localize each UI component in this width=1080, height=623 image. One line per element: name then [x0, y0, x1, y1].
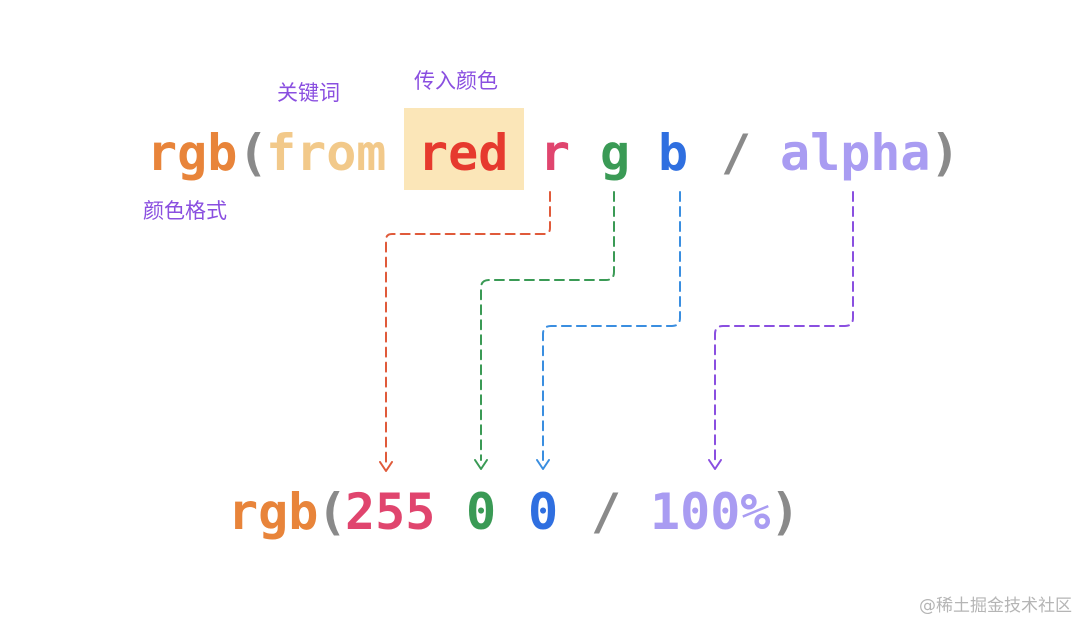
watermark: @稀土掘金技术社区 — [919, 596, 1072, 616]
arrow-alpha — [714, 191, 854, 461]
bottom-alpha: 100% — [650, 483, 770, 541]
bottom-open-paren: ( — [317, 483, 347, 541]
bottom-close-paren: ) — [770, 483, 800, 541]
arrow-g — [480, 191, 615, 461]
bottom-expression: rgb ( 255 0 0 / 100% ) — [228, 483, 800, 541]
bottom-value-g: 0 — [466, 483, 496, 541]
arrowhead-alpha — [708, 459, 722, 470]
top-keyword-from: from — [266, 124, 386, 182]
arrowhead-g — [474, 459, 488, 470]
bottom-slash: / — [591, 483, 621, 541]
top-fn: rgb — [147, 124, 237, 182]
bottom-fn: rgb — [228, 483, 318, 541]
origin-color-highlight — [404, 108, 524, 190]
top-open-paren: ( — [238, 124, 268, 182]
top-slash: / — [721, 124, 751, 182]
bottom-value-b: 0 — [528, 483, 558, 541]
label-keyword: 关键词 — [277, 81, 340, 105]
top-alpha: alpha — [780, 124, 931, 182]
arrow-r — [385, 191, 551, 463]
bottom-value-r: 255 — [345, 483, 435, 541]
top-expression: rgb ( from red r g b / alpha ) — [147, 124, 960, 182]
label-input-color: 传入颜色 — [414, 69, 498, 93]
label-color-format: 颜色格式 — [143, 199, 227, 223]
top-channel-b: b — [658, 124, 688, 182]
top-close-paren: ) — [930, 124, 960, 182]
top-channel-g: g — [600, 124, 630, 182]
arrowhead-b — [536, 459, 550, 470]
top-channel-r: r — [540, 124, 570, 182]
top-origin-red: red — [418, 124, 508, 182]
arrow-b — [542, 191, 681, 461]
arrowhead-r — [379, 461, 393, 472]
